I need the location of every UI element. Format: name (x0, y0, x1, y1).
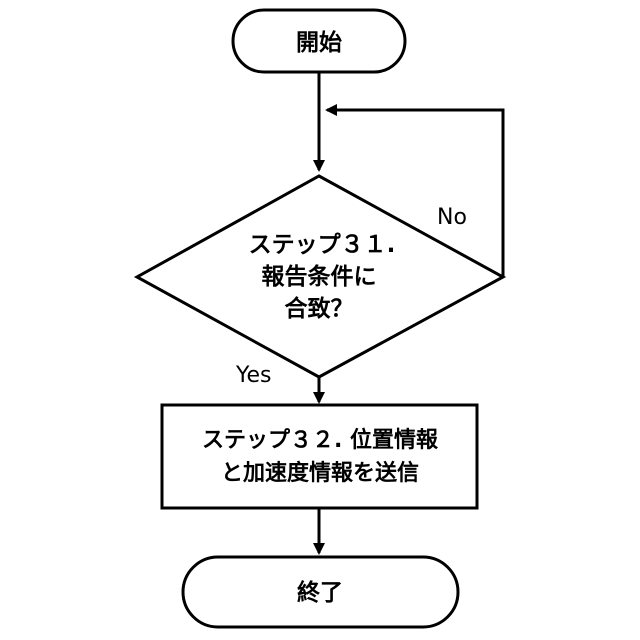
process-node: ステップ３２. 位置情報 と加速度情報を送信 (162, 405, 477, 508)
start-node-label: 開始 (296, 29, 342, 56)
decision-label-line-3: 合致？ (285, 295, 354, 322)
decision-label-line-2: 報告条件に (262, 263, 377, 290)
end-node: 終了 (183, 557, 458, 627)
edge-no-label: No (437, 205, 467, 230)
end-node-label: 終了 (297, 579, 343, 606)
process-label-line-1: ステップ３２. 位置情報 (202, 427, 439, 453)
edge-yes-label: Yes (235, 363, 272, 388)
start-node: 開始 (233, 10, 405, 72)
decision-label-line-1: ステップ３１. (249, 232, 396, 258)
process-node-shape (162, 405, 477, 508)
process-label-line-2: と加速度情報を送信 (221, 460, 419, 486)
